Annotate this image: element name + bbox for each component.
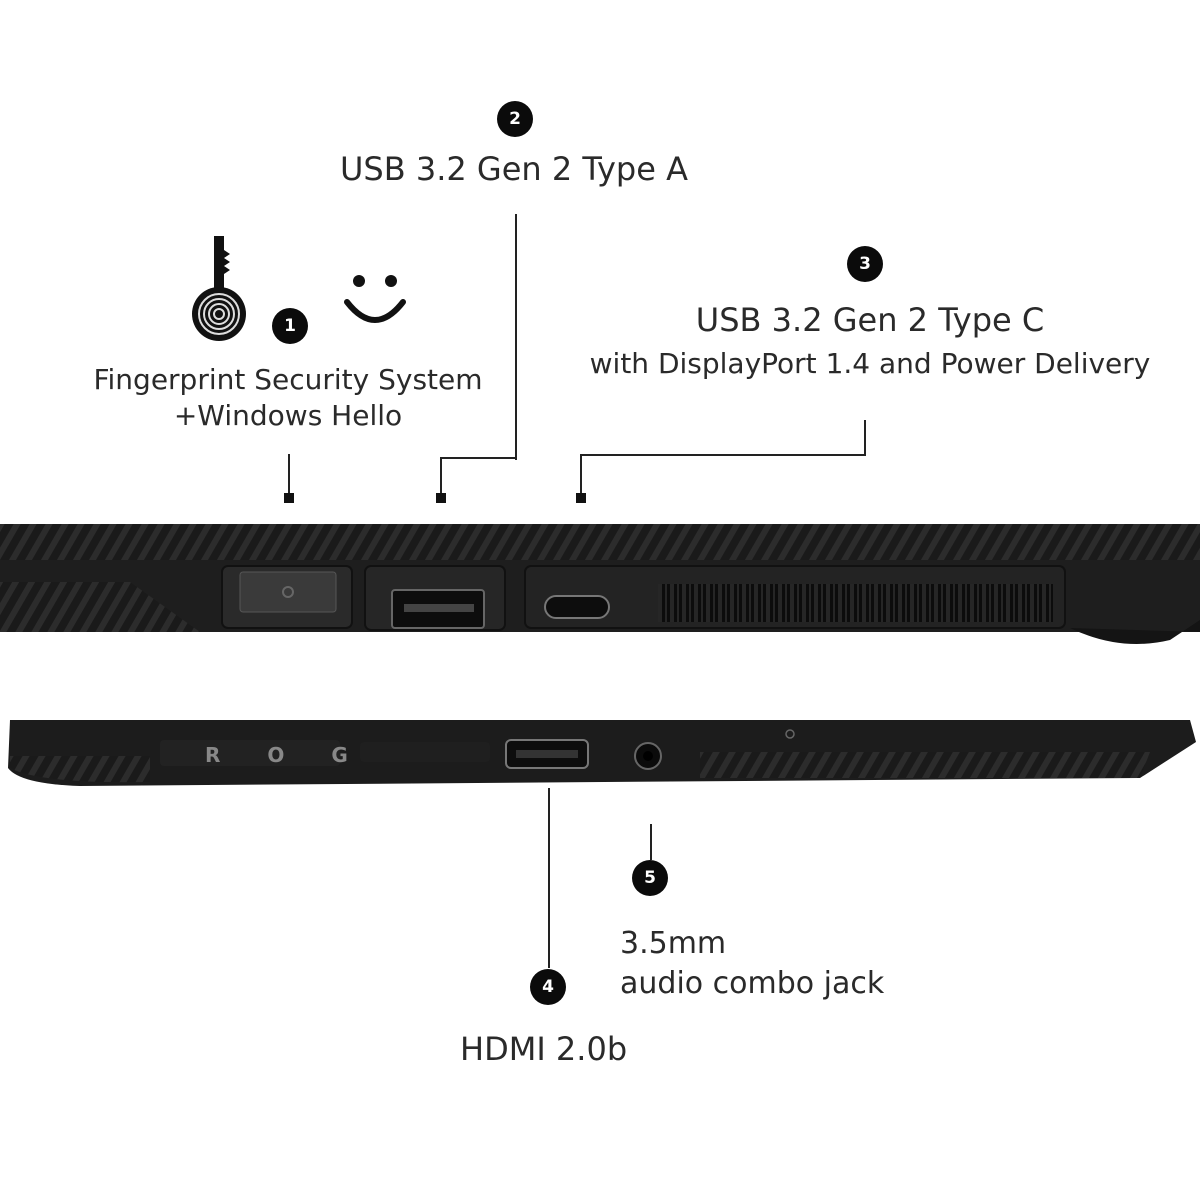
- laptop-right-side: [0, 524, 1200, 644]
- leader-line-4: [548, 788, 550, 968]
- callout-badge-1: 1: [272, 308, 308, 344]
- callout-label-usb-c-line1: USB 3.2 Gen 2 Type C: [695, 301, 1045, 339]
- callout-label-fingerprint: Fingerprint Security System +Windows Hel…: [60, 362, 516, 434]
- leader-line-2-drop: [440, 457, 442, 494]
- leader-line-3: [864, 420, 866, 456]
- laptop-left-side: [8, 720, 1196, 786]
- callout-badge-2: 2: [497, 101, 533, 137]
- leader-line-1: [288, 454, 290, 494]
- leader-end-2: [436, 493, 446, 503]
- leader-line-2-h: [440, 457, 517, 459]
- callout-label-usb-c-line2: with DisplayPort 1.4 and Power Delivery: [589, 347, 1151, 380]
- callout-badge-3: 3: [847, 246, 883, 282]
- leader-end-1: [284, 493, 294, 503]
- callout-label-fingerprint-line1: Fingerprint Security System: [93, 363, 483, 396]
- fingerprint-key-icon: [192, 236, 246, 341]
- leader-line-2: [515, 214, 517, 460]
- leader-line-3-drop: [580, 454, 582, 494]
- callout-label-usb-a: USB 3.2 Gen 2 Type A: [340, 150, 688, 188]
- callout-label-audio: 3.5mm audio combo jack: [620, 924, 884, 1004]
- callout-label-fingerprint-line2: +Windows Hello: [173, 399, 403, 432]
- leader-end-3: [576, 493, 586, 503]
- callout-badge-4: 4: [530, 969, 566, 1005]
- callout-label-hdmi: HDMI 2.0b: [460, 1030, 628, 1068]
- callout-label-audio-line1: 3.5mm: [620, 926, 727, 961]
- rog-logo: R O G: [205, 743, 368, 767]
- callout-badge-5: 5: [632, 860, 668, 896]
- leader-line-3-h: [580, 454, 866, 456]
- callout-label-audio-line2: audio combo jack: [620, 966, 885, 1001]
- leader-line-5: [650, 824, 652, 860]
- callout-label-usb-c: USB 3.2 Gen 2 Type C with DisplayPort 1.…: [560, 298, 1180, 386]
- smiley-face-icon: [344, 275, 406, 323]
